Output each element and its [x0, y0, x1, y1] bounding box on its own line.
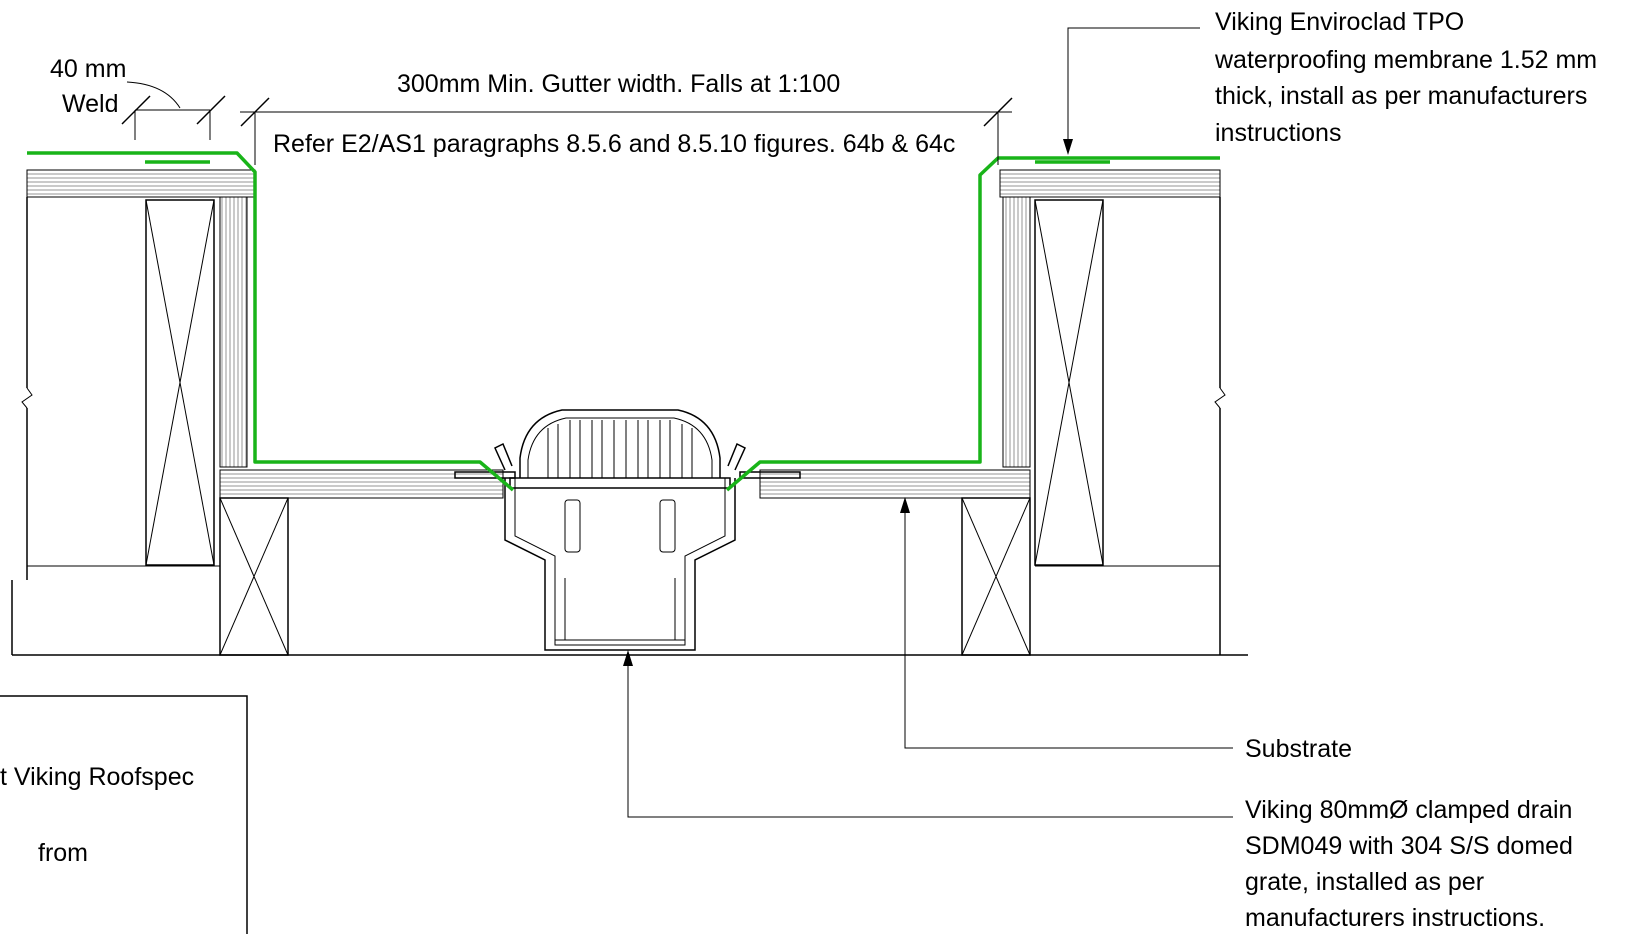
- left-upstand-ply: [219, 196, 248, 468]
- clamped-drain: [454, 409, 801, 651]
- tpo-membrane: [27, 151, 1220, 492]
- membrane-callout-line4: instructions: [1215, 119, 1341, 147]
- right-rafter: [1034, 199, 1104, 566]
- drain-callout-line3: grate, installed as per: [1245, 868, 1484, 896]
- domed-grate: [519, 409, 721, 478]
- drain-callout: Viking 80mmØ clamped drain SDM049 with 3…: [623, 650, 1573, 932]
- right-upstand-ply: [1002, 196, 1031, 468]
- reference-label: Refer E2/AS1 paragraphs 8.5.6 and 8.5.10…: [273, 130, 955, 158]
- gutter-substrate: [219, 469, 1031, 499]
- gutter-width-dimension: 300mm Min. Gutter width. Falls at 1:100 …: [240, 70, 1013, 165]
- left-support-block: [219, 497, 289, 656]
- drain-callout-line1: Viking 80mmØ clamped drain: [1245, 796, 1572, 824]
- right-roof-deck: [999, 169, 1221, 198]
- substrate-label: Substrate: [1245, 735, 1352, 763]
- weld-text-label: Weld: [62, 90, 119, 118]
- left-rafter: [145, 199, 215, 566]
- weld-size-label: 40 mm: [50, 55, 126, 83]
- right-wall-assembly: [961, 169, 1226, 656]
- membrane-callout: Viking Enviroclad TPO waterproofing memb…: [1063, 8, 1597, 155]
- gutter-width-label: 300mm Min. Gutter width. Falls at 1:100: [397, 70, 840, 98]
- membrane-callout-line3: thick, install as per manufacturers: [1215, 82, 1587, 110]
- left-wall-assembly: [11, 169, 289, 656]
- substrate-callout: Substrate: [900, 497, 1352, 763]
- notes-line1: t Viking Roofspec: [0, 763, 194, 791]
- membrane-callout-line1: Viking Enviroclad TPO: [1215, 8, 1464, 36]
- drain-callout-line2: SDM049 with 304 S/S domed: [1245, 832, 1573, 860]
- right-support-block: [961, 497, 1031, 656]
- weld-dimension: 40 mm Weld: [50, 55, 226, 140]
- notes-box: t Viking Roofspec from: [0, 695, 248, 934]
- drain-callout-line4: manufacturers instructions.: [1245, 904, 1545, 932]
- left-roof-deck: [26, 169, 256, 198]
- notes-line2: from: [38, 839, 88, 867]
- membrane-callout-line2: waterproofing membrane 1.52 mm: [1214, 46, 1597, 74]
